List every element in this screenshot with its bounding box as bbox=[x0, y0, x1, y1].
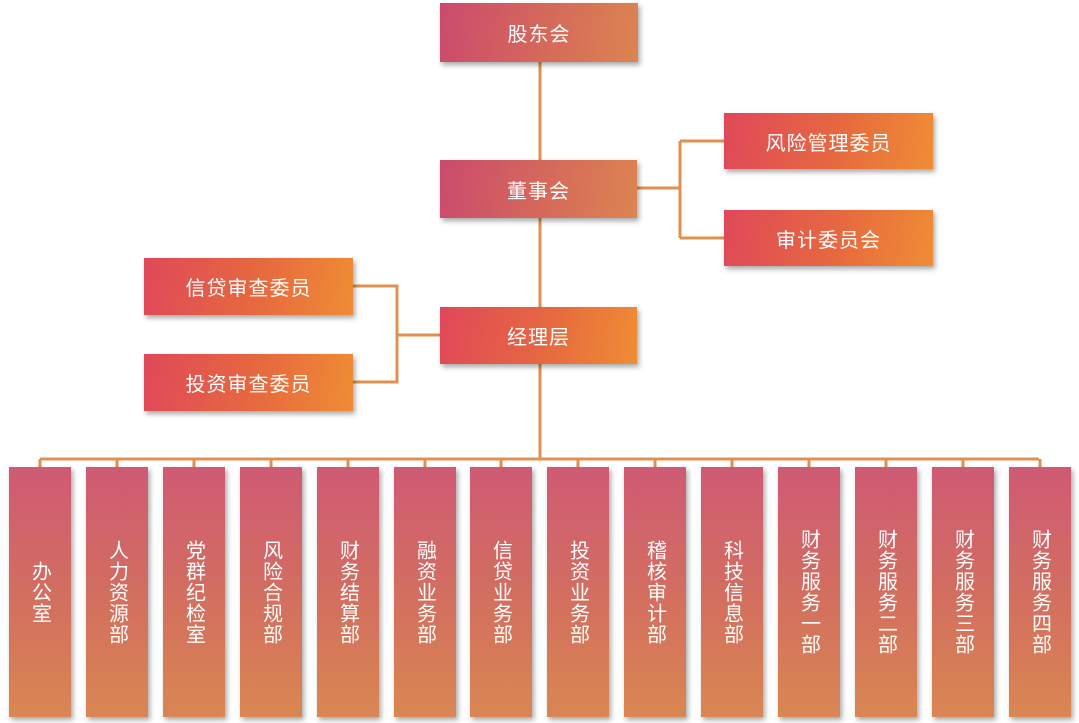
node-shareholders-label: 股东会 bbox=[507, 22, 571, 46]
node-credit-review-committee: 信贷审查委员 bbox=[144, 258, 353, 315]
node-management: 经理层 bbox=[440, 307, 637, 364]
dept-finance-service-3: 财务服务三部 bbox=[932, 467, 994, 717]
dept-finance-service-1: 财务服务一部 bbox=[778, 467, 840, 717]
node-risk-committee-label: 风险管理委员 bbox=[765, 130, 892, 155]
connector-board-committees bbox=[637, 139, 724, 240]
node-investment-review-committee-label: 投资审查委员 bbox=[185, 372, 312, 396]
node-shareholders: 股东会 bbox=[440, 3, 638, 62]
dept-financing-business: 融资业务部 bbox=[394, 467, 456, 717]
node-audit-committee: 审计委员会 bbox=[724, 210, 933, 266]
dept-audit: 稽核审计部 bbox=[624, 467, 686, 717]
node-board: 董事会 bbox=[440, 160, 637, 218]
dept-party-discipline: 党群纪检室 bbox=[163, 467, 225, 717]
connector-management-committees bbox=[353, 284, 440, 384]
node-investment-review-committee: 投资审查委员 bbox=[144, 354, 353, 411]
dept-finance-service-4: 财务服务四部 bbox=[1009, 467, 1071, 717]
dept-human-resources: 人力资源部 bbox=[86, 467, 148, 717]
node-management-label: 经理层 bbox=[507, 325, 570, 349]
node-credit-review-committee-label: 信贷审查委员 bbox=[185, 276, 312, 300]
node-board-label: 董事会 bbox=[507, 178, 570, 203]
node-risk-committee: 风险管理委员 bbox=[724, 113, 933, 169]
dept-technology-info: 科技信息部 bbox=[701, 467, 763, 717]
dept-finance-service-2: 财务服务二部 bbox=[855, 467, 917, 717]
dept-office: 办公室 bbox=[9, 467, 71, 717]
dept-credit-business: 信贷业务部 bbox=[470, 467, 532, 717]
dept-risk-compliance: 风险合规部 bbox=[240, 467, 302, 717]
dept-investment-business: 投资业务部 bbox=[547, 467, 609, 717]
node-audit-committee-label: 审计委员会 bbox=[776, 227, 881, 252]
dept-finance-settlement: 财务结算部 bbox=[317, 467, 379, 717]
